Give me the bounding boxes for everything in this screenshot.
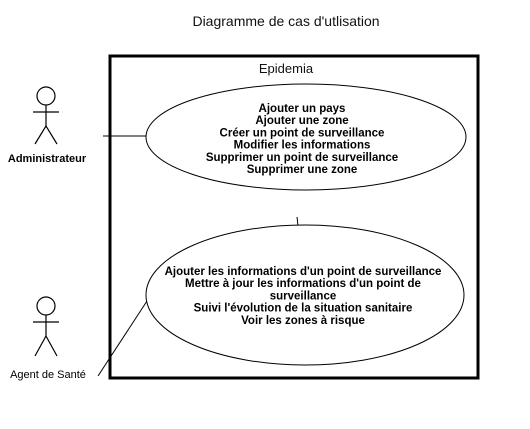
use-case-line: Ajouter les informations d'un point de s… xyxy=(165,266,442,278)
actor-head xyxy=(36,296,56,316)
actor-right-leg xyxy=(45,125,58,145)
use-case-ellipse-agent xyxy=(145,224,465,366)
use-case-ellipse-admin xyxy=(145,83,467,191)
diagram-title: Diagramme de cas d'utlisation xyxy=(192,13,379,29)
use-case-line: Modifier les informations xyxy=(234,140,371,152)
actor-label-administrateur: Administrateur xyxy=(8,153,87,165)
use-case-agent-text: Ajouter les informations d'un point de s… xyxy=(165,266,442,327)
actor-head xyxy=(36,86,56,106)
actor-right-leg xyxy=(45,335,58,357)
actor-left-leg xyxy=(34,125,47,145)
use-case-line: Mettre à jour les informations d'un poin… xyxy=(185,278,421,290)
association-agent-de-sante xyxy=(97,300,148,377)
use-case-line: Suivi l'évolution de la situation sanita… xyxy=(194,303,413,315)
use-case-line: surveillance xyxy=(270,290,336,302)
actor-agent-de-sante: Agent de Santé xyxy=(10,296,86,381)
use-case-line: Voir les zones à risque xyxy=(241,315,365,327)
use-case-line: Supprimer une zone xyxy=(247,164,358,176)
system-boundary xyxy=(108,54,480,380)
use-case-line: Créer un point de surveillance xyxy=(220,127,385,139)
use-case-line: Supprimer un point de surveillance xyxy=(206,152,398,164)
use-case-line: Ajouter un pays xyxy=(259,103,346,115)
use-case-line: Ajouter une zone xyxy=(255,115,348,127)
system-name: Epidemia xyxy=(259,61,314,76)
actor-label-agent-de-sante: Agent de Santé xyxy=(10,369,86,381)
connector-tick xyxy=(296,216,299,227)
actor-administrateur: Administrateur xyxy=(8,86,87,165)
actor-left-leg xyxy=(34,335,47,357)
